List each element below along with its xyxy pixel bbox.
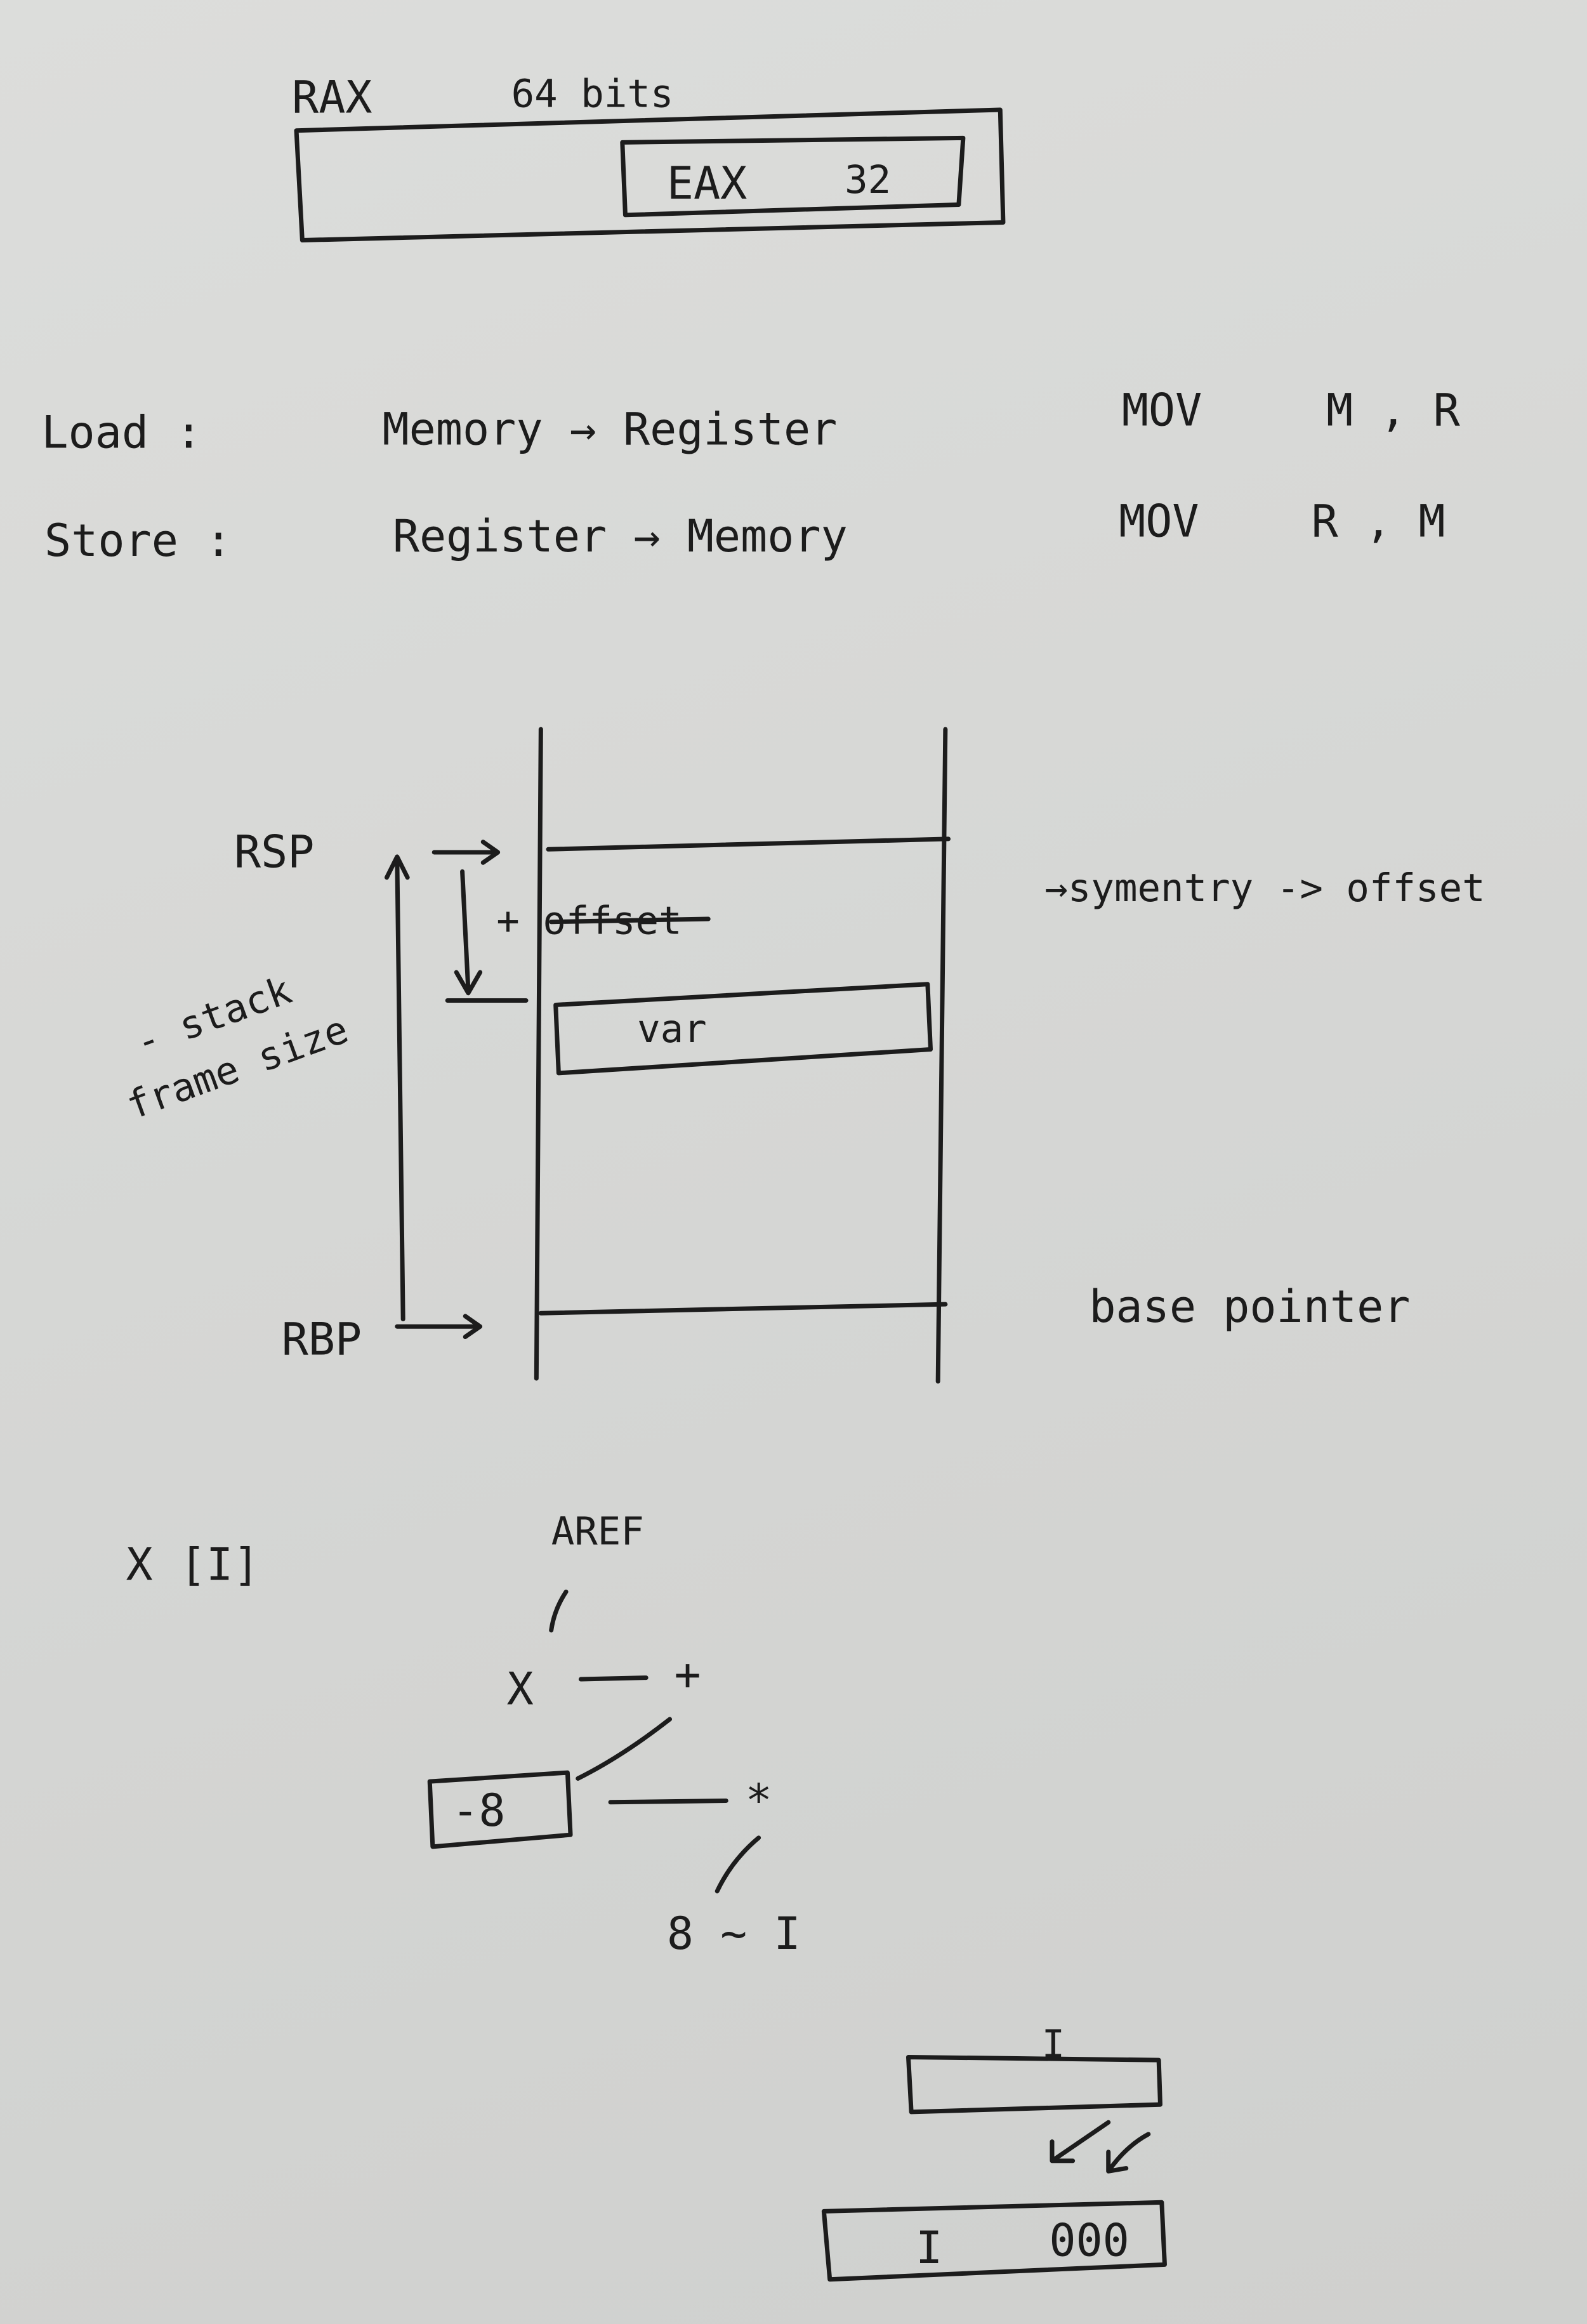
tree-edge [714, 1835, 761, 1894]
stack-top-line [546, 836, 951, 852]
result-left-label: I [916, 2222, 942, 2274]
aref-tree-diagram: X [I] AREF X + -8 * 8 ~ I [126, 1509, 800, 1960]
rax-box [294, 107, 1006, 243]
down-left-arrow-icon [1106, 2132, 1151, 2174]
store-instr: MOV [1119, 496, 1199, 548]
down-left-arrow-icon [1050, 2120, 1111, 2163]
tree-edge [578, 1675, 649, 1682]
rsp-label: RSP [234, 826, 315, 878]
eax-size: 32 [845, 158, 891, 202]
var-label: var [637, 1007, 707, 1052]
eax-box [620, 135, 966, 218]
stack-frame-diagram: var RSP RBP + offset - stack frame size … [121, 727, 1485, 1384]
frame-size-note: - stack frame size [121, 968, 354, 1129]
plus-node: + [675, 1648, 701, 1700]
load-instr: MOV [1122, 384, 1202, 436]
tree-edge [576, 1717, 673, 1781]
eax-label: EAX [667, 157, 747, 209]
const-box [427, 1770, 573, 1849]
rax-label: RAX [292, 72, 372, 124]
load-flow: Memory → Register [382, 404, 837, 456]
aref-node: AREF [551, 1509, 644, 1554]
register-diagram: RAX 64 bits EAX 32 [292, 72, 1006, 243]
var-box [553, 982, 933, 1076]
result-box [821, 2200, 1167, 2282]
base-pointer-note: base pointer [1089, 1281, 1410, 1333]
tree-edge [608, 1798, 728, 1805]
rax-size: 64 bits [511, 72, 674, 116]
rbp-label: RBP [282, 1314, 362, 1366]
store-operands: R , M [1312, 496, 1445, 548]
rsp-arrow-icon [431, 840, 501, 865]
store-flow: Register → Memory [393, 510, 848, 562]
load-operands: M , R [1326, 384, 1461, 436]
const-node: -8 [452, 1785, 505, 1837]
offset-arrow-icon [454, 869, 483, 996]
index-box [905, 2054, 1162, 2115]
store-row: Store : Register → Memory MOV R , M [44, 496, 1445, 567]
stack-right-wall [935, 727, 948, 1384]
array-expression: X [I] [126, 1539, 260, 1591]
result-right-label: 000 [1049, 2214, 1129, 2266]
x-node: X [507, 1663, 534, 1715]
load-row: Load : Memory → Register MOV M , R [41, 384, 1460, 458]
tree-edge [549, 1589, 569, 1633]
symentry-note: →symentry -> offset [1044, 866, 1485, 911]
index-diagram: I I 000 [821, 2022, 1167, 2282]
times-node: * [746, 1774, 772, 1826]
load-label: Load : [41, 406, 202, 458]
rbp-arrow-icon [395, 1314, 483, 1340]
store-label: Store : [44, 515, 232, 567]
stack-left-wall [534, 727, 543, 1381]
stack-bottom-line [538, 1302, 948, 1316]
frame-size-arrow-icon [384, 854, 410, 1322]
offset-strikethrough [549, 916, 711, 925]
leaf-node: 8 ~ I [667, 1908, 801, 1960]
